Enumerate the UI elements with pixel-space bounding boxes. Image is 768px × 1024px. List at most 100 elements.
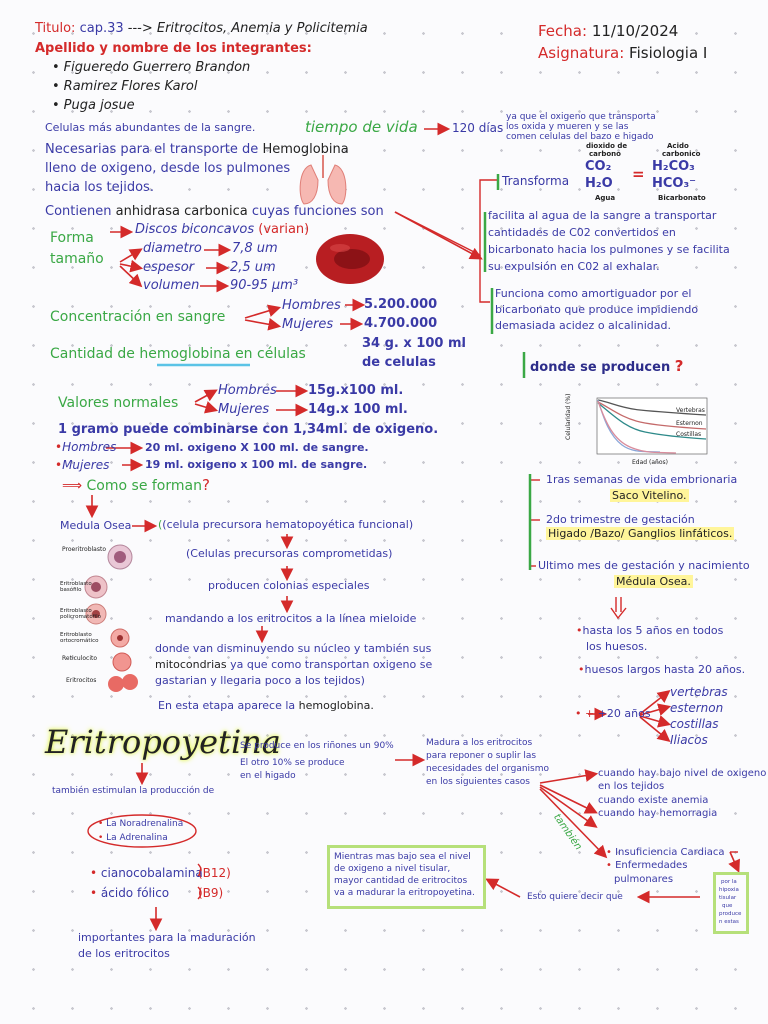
cantidad-value-2: de celulas bbox=[362, 355, 436, 370]
valores-label: Valores normales bbox=[58, 395, 179, 411]
bone-esternon: esternon bbox=[670, 701, 724, 715]
madura-4: en los siguientes casos bbox=[426, 777, 530, 787]
hombres-ox-label: Hombres bbox=[62, 440, 117, 454]
necesarias-line-3: hacia los tejidos. bbox=[45, 180, 154, 195]
forma-label: Forma bbox=[50, 230, 94, 246]
dioxido-top-1: dioxido de bbox=[586, 142, 628, 150]
como-text: Como se forman bbox=[86, 478, 202, 494]
volumen-value: 90-95 µm³ bbox=[230, 278, 299, 293]
title-line: Titulo: cap.33 ---> Eritrocitos, Anemia … bbox=[35, 21, 368, 37]
asignatura-value: Fisiologia I bbox=[629, 44, 708, 62]
donde-item-3: Ultimo mes de gestación y nacimiento bbox=[538, 559, 750, 572]
fecha-line: Fecha: 11/10/2024 bbox=[538, 22, 679, 40]
tiempo-note-3: comen celulas del bazo e higado bbox=[506, 132, 654, 142]
como-se-forman: ⟹ Como se forman? bbox=[62, 476, 210, 494]
discos-text: Discos biconcavos bbox=[135, 222, 255, 237]
mandando: mandando a los eritrocitos a la línea mi… bbox=[165, 612, 417, 625]
tiempo-vida-value: 120 días bbox=[452, 121, 504, 135]
b12-label: (B12) bbox=[198, 866, 231, 880]
esto-quiere: Esto quiere decir que bbox=[527, 892, 623, 902]
diametro-label: diametro bbox=[143, 241, 202, 256]
como-q: ? bbox=[201, 476, 210, 494]
fecha-value: 11/10/2024 bbox=[591, 22, 679, 40]
stage-ortocromatico: Eritroblasto ortocromático bbox=[60, 632, 99, 645]
facilita-4: su expulsión en C02 al exhalar. bbox=[488, 260, 660, 273]
acido-folico: • ácido fólico bbox=[90, 886, 170, 900]
comprometidas: (Celulas precursoras comprometidas) bbox=[186, 547, 393, 560]
red-blood-cell-illustration bbox=[316, 234, 384, 284]
chart-series-vertebras: Vertebras bbox=[676, 407, 705, 414]
hco3-formula: HCO₃⁻ bbox=[652, 176, 697, 191]
donde-title-text: donde se producen bbox=[530, 360, 671, 375]
donde-van-1: donde van disminuyendo su núcleo y tambi… bbox=[155, 642, 432, 655]
stage-eritrocitos: Eritrocitos bbox=[66, 677, 97, 684]
title-text: Eritrocitos, Anemia y Policitemia bbox=[156, 21, 368, 36]
hombres-ox-line: •Hombres bbox=[55, 440, 117, 454]
diametro-value: 7,8 um bbox=[232, 241, 278, 256]
madura-2: para reponer o suplir las bbox=[426, 751, 537, 761]
stage-policromatofilo: Eritroblasto policromatófilo bbox=[60, 608, 102, 621]
asignatura-line: Asignatura: Fisiologia I bbox=[538, 44, 708, 62]
enfermedades-1: • Enfermedades bbox=[606, 860, 688, 871]
adrenalina: • La Adrenalina bbox=[98, 833, 168, 843]
donde-van-2: mitocondrias ya que como transportan oxi… bbox=[155, 658, 433, 671]
title-arrow: ---> bbox=[127, 21, 153, 36]
hombres-ox-value: 20 ml. oxigeno X 100 ml. de sangre. bbox=[145, 441, 369, 454]
tambien-label: también bbox=[550, 812, 584, 853]
acido-top-2: carbonico bbox=[662, 150, 701, 158]
hemoglobina-term: Hemoglobina bbox=[262, 142, 349, 157]
lungs-illustration bbox=[299, 155, 347, 205]
integrante-2: Ramirez Flores Karol bbox=[52, 79, 198, 95]
mujeres-val-value: 14g.x 100 ml. bbox=[308, 402, 408, 417]
tiempo-vida-label: tiempo de vida bbox=[305, 118, 418, 136]
hombres-val-label: Hombres bbox=[218, 383, 277, 398]
hombres-conc-value: 5.200.000 bbox=[364, 297, 438, 312]
h2co3-formula: H₂CO₃ bbox=[652, 159, 695, 174]
etapa-line: En esta etapa aparece la hemoglobina. bbox=[158, 699, 374, 712]
bone-vertebras: vertebras bbox=[670, 685, 728, 699]
hipoxia-box: por la hipoxia tisular que produce n est… bbox=[713, 872, 749, 934]
dioxido-top-2: carbono bbox=[589, 150, 621, 158]
tamano-label: tamaño bbox=[50, 251, 104, 267]
donde-van-3: gastarian y llegaria poco a los tejidos) bbox=[155, 674, 365, 687]
varian-text: (varian) bbox=[258, 222, 310, 237]
mientras-3: mayor cantidad de eritrocitos bbox=[334, 876, 468, 886]
madura-3: necesidades del organismo bbox=[426, 764, 549, 774]
mientras-2: de oxigeno a nivel tisular, bbox=[334, 864, 451, 874]
necesarias-line-1: Necesarias para el transporte de Hemoglo… bbox=[45, 142, 349, 158]
donde-item-3-hl: Médula Osea. bbox=[614, 575, 693, 588]
mientras-1: Mientras mas bajo sea el nivel bbox=[334, 852, 471, 862]
tambien-estimulan: también estimulan la producción de bbox=[52, 786, 215, 796]
mientras-box: Mientras mas bajo sea el nivel de oxigen… bbox=[327, 845, 486, 909]
importantes-2: de los eritrocitos bbox=[78, 947, 170, 960]
espesor-value: 2,5 um bbox=[230, 260, 276, 275]
caso-1b: en los tejidos bbox=[598, 781, 665, 792]
agua-label: Agua bbox=[595, 194, 616, 202]
caso-2: cuando existe anemia bbox=[598, 795, 709, 806]
mujeres-ox-line: •Mujeres bbox=[55, 458, 110, 472]
discos-line: Discos biconcavos (varian) bbox=[135, 222, 310, 238]
donde-item-1-hl: Saco Vitelino. bbox=[610, 489, 689, 502]
insuficiencia: • Insuficiencia Cardiaca bbox=[606, 847, 725, 858]
facilita-3: bicarbonato hacia los pulmones y se faci… bbox=[488, 243, 730, 256]
chart-xlabel: Edad (años) bbox=[632, 459, 668, 466]
stage-basofilo: Eritroblasto basófilo bbox=[60, 581, 92, 594]
stage-reticulocito: Reticulocito bbox=[62, 655, 98, 662]
mujeres-ox-value: 19 ml. oxigeno x 100 ml. de sangre. bbox=[145, 458, 368, 471]
mujeres-conc-value: 4.700.000 bbox=[364, 316, 438, 331]
mas20: • + +20 años bbox=[575, 707, 651, 720]
noradrenalina: • La Noradrenalina bbox=[98, 819, 184, 829]
caso-3: cuando hay hemorragia bbox=[598, 808, 718, 819]
rinones: Se produce en los riñones un 90% bbox=[240, 741, 394, 751]
contienen-line: Contienen anhidrasa carbonica cuyas func… bbox=[45, 204, 384, 220]
cantidad-value-1: 34 g. x 100 ml bbox=[362, 336, 466, 351]
cap-number: cap.33 bbox=[79, 21, 124, 36]
concentracion-label: Concentración en sangre bbox=[50, 309, 226, 325]
enfermedades-2: pulmonares bbox=[614, 874, 674, 885]
cantidad-hemoglobina: Cantidad de hemoglobina en células bbox=[50, 346, 306, 362]
co2-formula: CO₂ bbox=[585, 159, 612, 174]
importantes-1: importantes para la maduración bbox=[78, 931, 256, 944]
donde-item-2: 2do trimestre de gestación bbox=[546, 513, 695, 526]
donde-item-2-hl: Higado /Bazo/ Ganglios linfáticos. bbox=[546, 527, 735, 540]
madura-1: Madura a los eritrocitos bbox=[426, 738, 533, 748]
